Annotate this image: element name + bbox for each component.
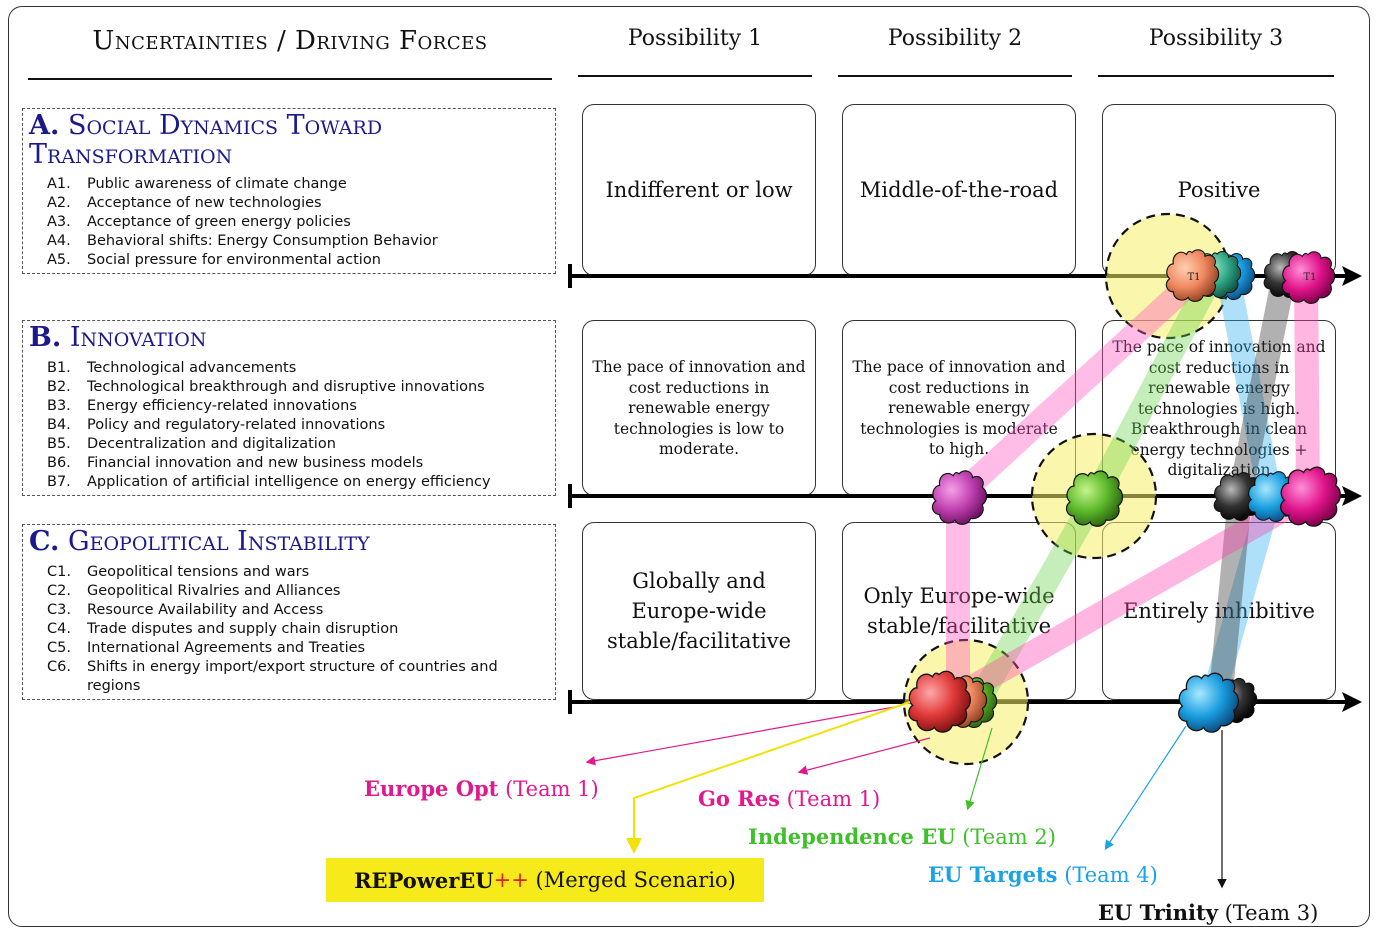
list-item: B3.Energy efficiency-related innovations — [47, 398, 357, 414]
list-item: C5.International Agreements and Treaties — [47, 640, 366, 656]
arrow-go-res — [797, 737, 931, 775]
list-item: B6.Financial innovation and new business… — [47, 455, 424, 471]
eu-targets-marker-c — [1178, 672, 1240, 733]
option-c1-card: Globally and Europe-wide stable/facilita… — [582, 522, 816, 700]
list-item: B1.Technological advancements — [47, 360, 297, 376]
possibility-3-header: Possibility 3 — [1148, 26, 1284, 51]
europe-opt-marker-b — [1280, 466, 1342, 527]
possibility-1-rule — [578, 75, 812, 77]
possibility-2-rule — [838, 75, 1072, 77]
t1-label-b: T1 — [1303, 272, 1316, 283]
list-item: B2.Technological breakthrough and disrup… — [47, 379, 485, 395]
europe-opt-marker-c — [908, 670, 972, 733]
possibility-3-rule — [1098, 75, 1334, 77]
list-item: A1.Public awareness of climate change — [47, 176, 347, 192]
arrow-independence-eu — [965, 727, 993, 811]
factor-b-title: B. Innovation — [29, 322, 207, 353]
list-item: C3.Resource Availability and Access — [47, 602, 324, 618]
factor-c-items: C1.Geopolitical tensions and wars C2.Geo… — [47, 563, 527, 696]
factor-b-box: B. Innovation B1.Technological advanceme… — [22, 320, 556, 496]
list-item: B5.Decentralization and digitalization — [47, 436, 336, 452]
label-go-res: Go Res (Team 1) — [698, 786, 881, 811]
header-title: Uncertainties / Driving Forces — [92, 26, 488, 56]
markers-row-a: T1 T1 — [1165, 249, 1336, 304]
option-a1-card: Indifferent or low — [582, 104, 816, 276]
go-res-marker-b — [931, 470, 988, 525]
header-rule — [28, 78, 552, 80]
possibility-1-header: Possibility 1 — [627, 26, 763, 51]
label-eu-trinity: EU Trinity (Team 3) — [1098, 900, 1319, 925]
factor-b-items: B1.Technological advancements B2.Technol… — [47, 359, 527, 492]
list-item: C6.Shifts in energy import/export struct… — [47, 659, 498, 694]
factor-a-items: A1.Public awareness of climate change A2… — [47, 175, 527, 270]
label-eu-targets: EU Targets (Team 4) — [928, 862, 1158, 887]
factor-a-title: A. Social Dynamics Toward Transformation — [29, 110, 383, 170]
t1-label-a: T1 — [1187, 272, 1200, 283]
arrow-eu-targets — [1104, 725, 1187, 851]
label-independence-eu: Independence EU (Team 2) — [748, 824, 1056, 849]
list-item: A3.Acceptance of green energy policies — [47, 214, 351, 230]
option-a2-card: Middle-of-the-road — [842, 104, 1076, 276]
option-a3-card: Positive — [1102, 104, 1336, 276]
list-item: A4.Behavioral shifts: Energy Consumption… — [47, 233, 438, 249]
merged-scenario-label: REPowerEU++ (Merged Scenario) — [326, 858, 764, 902]
outer-frame — [8, 6, 1370, 927]
list-item: C4.Trade disputes and supply chain disru… — [47, 621, 399, 637]
factor-c-title: C. Geopolitical Instability — [29, 526, 370, 557]
list-item: C1.Geopolitical tensions and wars — [47, 564, 310, 580]
option-b1-card: The pace of innovation and cost reductio… — [582, 320, 816, 496]
arrow-repowereu — [626, 701, 911, 854]
option-c3-card: Entirely inhibitive — [1102, 522, 1336, 700]
list-item: B4.Policy and regulatory-related innovat… — [47, 417, 386, 433]
label-europe-opt: Europe Opt (Team 1) — [364, 776, 599, 801]
factor-a-box: A. Social Dynamics Toward Transformation… — [22, 108, 556, 274]
factor-c-box: C. Geopolitical Instability C1.Geopoliti… — [22, 524, 556, 700]
possibility-2-header: Possibility 2 — [887, 26, 1023, 51]
independence-eu-marker-b — [1065, 470, 1124, 527]
list-item: C2.Geopolitical Rivalries and Alliances — [47, 583, 341, 599]
list-item: A2.Acceptance of new technologies — [47, 195, 322, 211]
list-item: B7.Application of artificial intelligenc… — [47, 474, 491, 490]
list-item: A5.Social pressure for environmental act… — [47, 252, 381, 268]
arrow-europe-opt — [585, 705, 901, 766]
option-b2-card: The pace of innovation and cost reductio… — [842, 320, 1076, 496]
